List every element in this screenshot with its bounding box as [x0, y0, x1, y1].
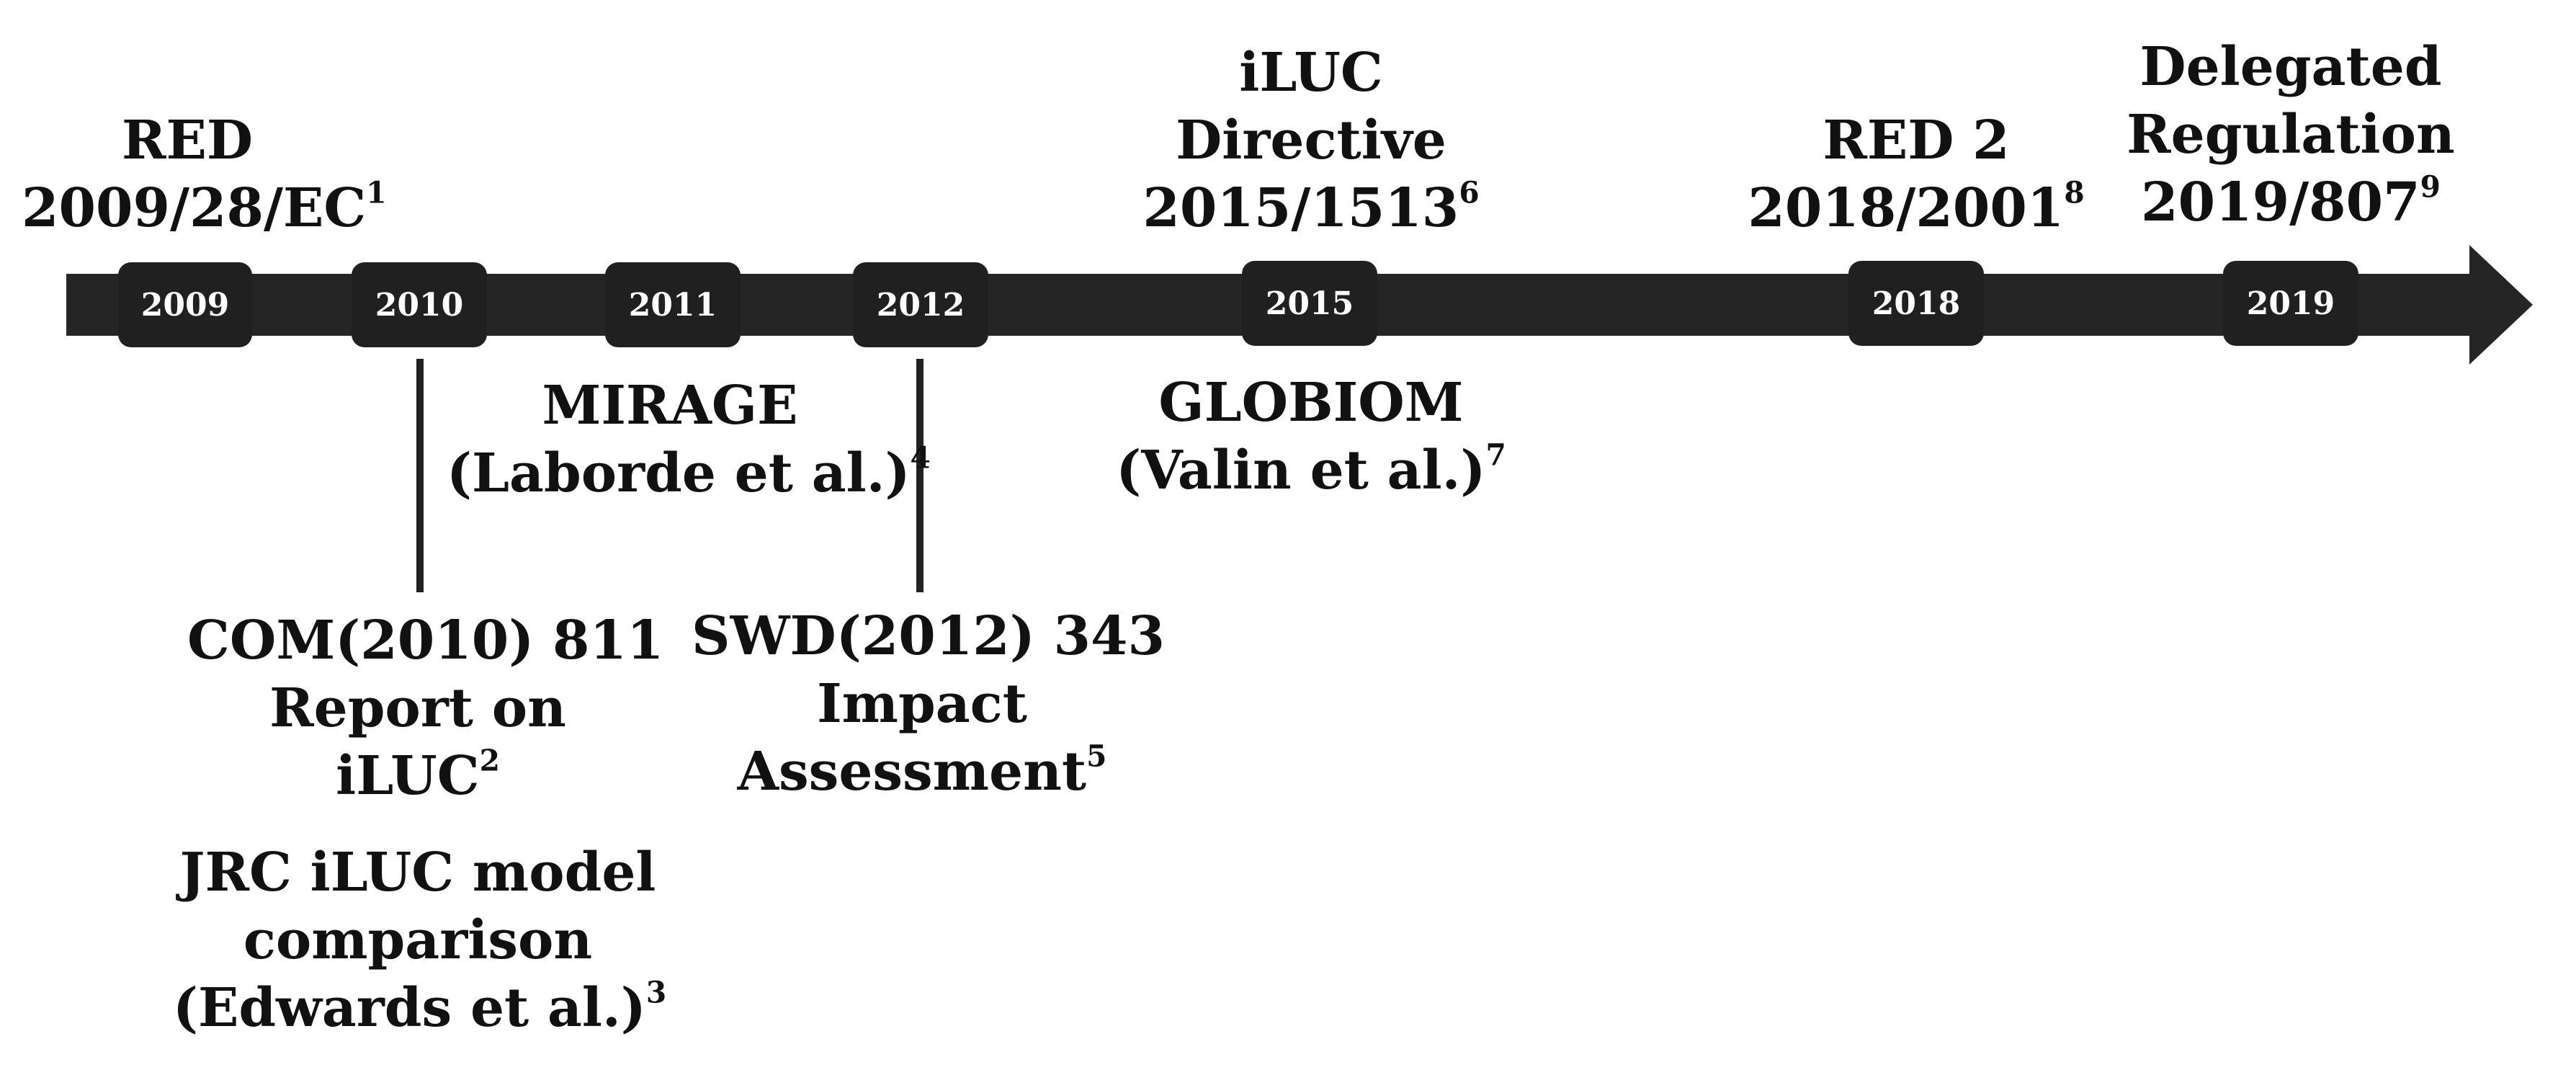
year-pill-2015: 2015	[1242, 261, 1377, 346]
event-com-2010-811: COM(2010) 811 Report on iLUC2	[187, 610, 664, 807]
event-iluc-directive: iLUC Directive 2015/15136	[1142, 42, 1480, 239]
event-jrc-model-comparison: JRC iLUC model comparison (Edwards et al…	[173, 842, 667, 1039]
year-pill-2012: 2012	[853, 262, 988, 347]
year-pill-2010: 2010	[352, 262, 487, 347]
connector-line-2012	[916, 359, 923, 592]
event-mirage: MIRAGE (Laborde et al.)4	[447, 375, 931, 504]
event-delegated-regulation: Delegated Regulation 2019/8079	[2126, 36, 2455, 233]
connector-line-2010	[416, 359, 424, 592]
timeline-arrowhead	[2469, 245, 2533, 365]
event-red2: RED 2 2018/20018	[1748, 110, 2085, 239]
year-pill-2011: 2011	[605, 262, 741, 347]
event-red: RED 2009/28/EC1	[22, 110, 387, 239]
event-globiom: GLOBIOM (Valin et al.)7	[1116, 372, 1506, 501]
year-pill-2018: 2018	[1848, 261, 1984, 346]
year-pill-2019: 2019	[2223, 261, 2358, 346]
year-pill-2009: 2009	[118, 262, 252, 347]
event-swd-2012-343: SWD(2012) 343 Impact Assessment5	[692, 605, 1165, 803]
